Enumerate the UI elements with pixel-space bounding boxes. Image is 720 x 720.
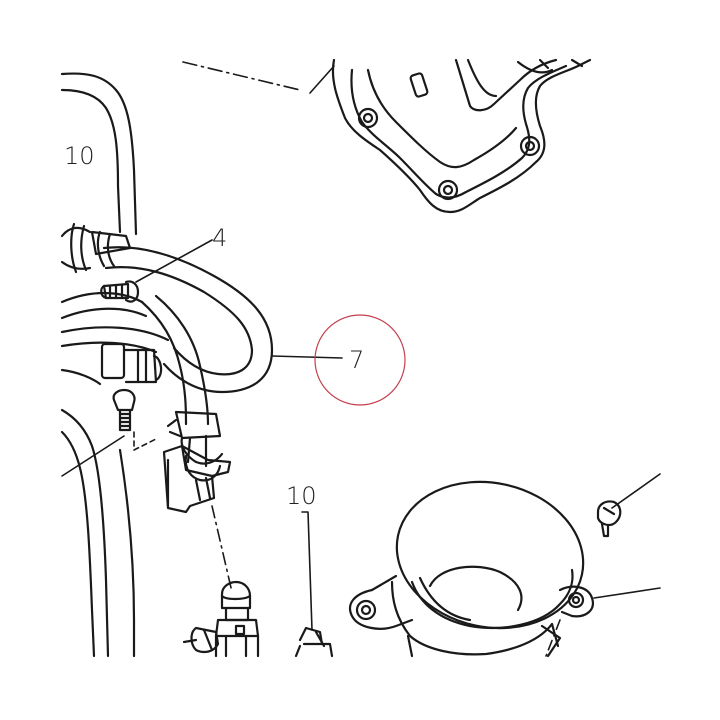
callout-label-7: 7 (349, 346, 365, 374)
intake-funnel (348, 480, 594, 658)
main-fuel-hose (60, 222, 274, 482)
callout-label-4: 4 (212, 224, 228, 252)
bolt-left (112, 388, 159, 451)
bolt-part-4 (100, 280, 140, 303)
manifold-plate (182, 58, 592, 214)
fuel-injector (182, 505, 260, 658)
highlight-circle (314, 314, 406, 406)
hose-bracket (162, 444, 232, 514)
hose-clip (294, 511, 334, 658)
screw-right (596, 500, 622, 538)
callout-label-10-left: 10 (64, 142, 95, 170)
leader-lines (61, 239, 661, 599)
callout-label-10-bottom: 10 (286, 482, 317, 510)
